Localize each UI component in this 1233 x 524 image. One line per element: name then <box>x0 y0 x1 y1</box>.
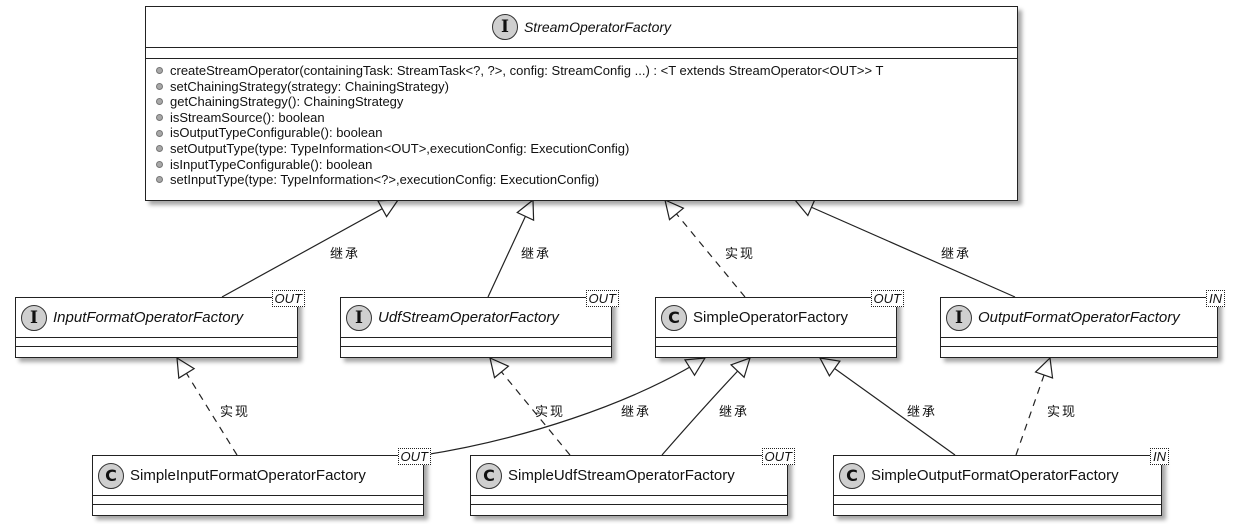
relation-label-extends: 继承 <box>907 405 938 420</box>
methods-section: createStreamOperator(containingTask: Str… <box>146 59 1017 191</box>
attributes-section <box>146 48 1017 59</box>
methods-section <box>93 505 423 514</box>
interface-stereotype-icon: I <box>21 304 47 331</box>
extends-edge <box>221 199 399 298</box>
methods-section <box>834 505 1161 514</box>
public-method-icon <box>156 82 163 90</box>
method-signature: getChainingStrategy(): ChainingStrategy <box>170 94 404 110</box>
relation-label-extends: 继承 <box>621 405 652 420</box>
class-udf-stream-operator-factory[interactable]: I UdfStreamOperatorFactory OUT <box>340 290 619 358</box>
hollow-triangle-arrow-icon <box>376 199 400 218</box>
class-simple-operator-factory[interactable]: C SimpleOperatorFactory OUT <box>655 290 904 358</box>
implements-edge <box>176 357 238 456</box>
hollow-triangle-arrow-icon <box>818 357 841 377</box>
method-item: isOutputTypeConfigurable(): boolean <box>156 125 1017 141</box>
method-item: setChainingStrategy(strategy: ChainingSt… <box>156 79 1017 95</box>
type-parameter: OUT <box>870 290 904 307</box>
method-item: getChainingStrategy(): ChainingStrategy <box>156 94 1017 110</box>
method-item: createStreamOperator(containingTask: Str… <box>156 63 1017 79</box>
attributes-section <box>471 496 787 505</box>
hollow-triangle-arrow-icon <box>729 357 751 379</box>
method-item: setOutputType(type: TypeInformation<OUT>… <box>156 141 1017 157</box>
method-signature: isStreamSource(): boolean <box>170 109 325 125</box>
relation-label-extends: 继承 <box>941 247 972 262</box>
relation-label-implements: 实现 <box>220 405 251 420</box>
class-name: SimpleUdfStreamOperatorFactory <box>508 467 735 484</box>
interface-stereotype-icon: I <box>491 14 518 40</box>
type-parameter: IN <box>1150 448 1169 465</box>
type-parameter: OUT <box>585 290 619 307</box>
method-signature: createStreamOperator(containingTask: Str… <box>170 63 884 78</box>
method-signature: isOutputTypeConfigurable(): boolean <box>170 125 383 141</box>
relation-label-extends: 继承 <box>521 247 552 262</box>
public-method-icon <box>156 98 163 106</box>
hollow-triangle-arrow-icon <box>683 357 707 377</box>
public-method-icon <box>156 114 163 122</box>
methods-section <box>16 347 297 356</box>
attributes-section <box>834 496 1161 505</box>
relation-label-implements: 实现 <box>1047 405 1078 420</box>
class-output-format-operator-factory[interactable]: I OutputFormatOperatorFactory IN <box>940 290 1225 358</box>
implements-edge <box>1015 357 1051 456</box>
method-signature: setChainingStrategy(strategy: ChainingSt… <box>170 78 449 94</box>
public-method-icon <box>156 145 163 153</box>
hollow-triangle-arrow-icon <box>516 198 535 222</box>
hollow-triangle-arrow-icon <box>1034 356 1054 379</box>
class-input-format-operator-factory[interactable]: I InputFormatOperatorFactory OUT <box>15 290 305 358</box>
hollow-triangle-arrow-icon <box>176 356 196 380</box>
attributes-section <box>93 496 423 505</box>
interface-stereotype-icon: I <box>946 304 972 331</box>
attributes-section <box>16 338 297 347</box>
class-stereotype-icon: C <box>839 462 865 489</box>
class-stereotype-icon: C <box>661 304 687 331</box>
class-stereotype-icon: C <box>98 462 124 489</box>
class-name: SimpleOperatorFactory <box>693 309 849 326</box>
method-signature: isInputTypeConfigurable(): boolean <box>170 156 373 172</box>
method-item: setInputType(type: TypeInformation<?>,ex… <box>156 172 1017 188</box>
class-name: UdfStreamOperatorFactory <box>378 309 559 326</box>
attributes-section <box>656 338 896 347</box>
public-method-icon <box>156 67 163 75</box>
method-signature: setOutputType(type: TypeInformation<OUT>… <box>170 140 630 156</box>
method-item: isStreamSource(): boolean <box>156 110 1017 126</box>
attributes-section <box>941 338 1217 347</box>
extends-edge <box>423 357 706 456</box>
methods-section <box>656 347 896 356</box>
class-name: OutputFormatOperatorFactory <box>978 309 1180 326</box>
relation-label-implements: 实现 <box>725 247 756 262</box>
type-parameter: OUT <box>271 290 305 307</box>
class-name: SimpleInputFormatOperatorFactory <box>130 467 366 484</box>
method-signature: setInputType(type: TypeInformation<?>,ex… <box>170 172 600 188</box>
class-simple-output-format-operator-factory[interactable]: C SimpleOutputFormatOperatorFactory IN <box>833 448 1169 516</box>
methods-section <box>941 347 1217 356</box>
type-parameter: OUT <box>397 448 431 465</box>
implements-edge <box>664 199 746 298</box>
hollow-triangle-arrow-icon <box>793 198 817 217</box>
methods-section <box>341 347 611 356</box>
method-item: isInputTypeConfigurable(): boolean <box>156 157 1017 173</box>
class-stereotype-icon: C <box>476 462 502 489</box>
class-name: SimpleOutputFormatOperatorFactory <box>871 467 1119 484</box>
extends-edge <box>794 199 1016 298</box>
class-simple-input-format-operator-factory[interactable]: C SimpleInputFormatOperatorFactory OUT <box>92 448 431 516</box>
hollow-triangle-arrow-icon <box>664 198 685 221</box>
class-name: StreamOperatorFactory <box>523 19 672 35</box>
relation-label-implements: 实现 <box>535 405 566 420</box>
implements-edge <box>489 357 571 456</box>
relation-label-extends: 继承 <box>719 405 750 420</box>
type-parameter: OUT <box>761 448 795 465</box>
methods-section <box>471 505 787 514</box>
interface-stereotype-icon: I <box>346 304 372 331</box>
public-method-icon <box>156 129 163 137</box>
class-stream-operator-factory[interactable]: I StreamOperatorFactory createStreamOper… <box>145 6 1018 201</box>
class-simple-udf-stream-operator-factory[interactable]: C SimpleUdfStreamOperatorFactory OUT <box>470 448 795 516</box>
class-name: InputFormatOperatorFactory <box>53 309 244 326</box>
hollow-triangle-arrow-icon <box>489 356 510 379</box>
public-method-icon <box>156 176 163 184</box>
public-method-icon <box>156 160 163 168</box>
attributes-section <box>341 338 611 347</box>
type-parameter: IN <box>1206 290 1225 307</box>
extends-edge <box>819 357 956 456</box>
relation-label-extends: 继承 <box>330 247 361 262</box>
